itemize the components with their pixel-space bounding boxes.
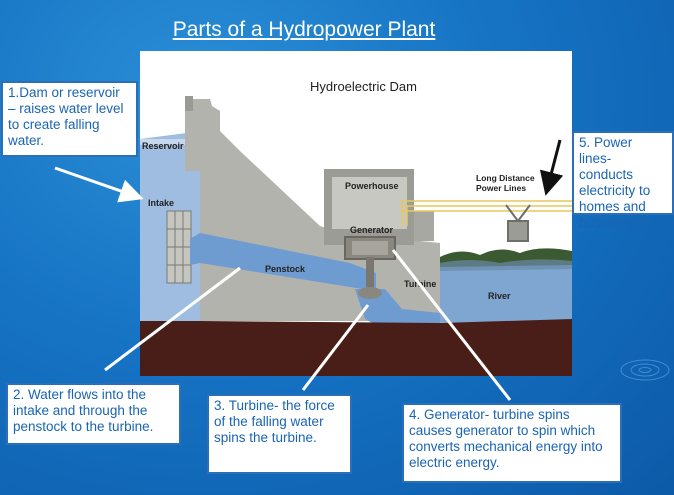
callout-power-lines: 5. Power lines- conducts electricity to …	[572, 131, 674, 230]
callout-dam: 1.Dam or reservoir – raises water level …	[1, 81, 138, 157]
label-penstock: Penstock	[265, 264, 306, 274]
water-ripple-decoration	[620, 359, 670, 381]
label-power-lines-1: Long Distance	[476, 173, 535, 183]
label-reservoir: Reservoir	[142, 141, 184, 151]
callout-turbine: 3. Turbine- the force of the falling wat…	[207, 394, 352, 474]
label-power-lines-2: Power Lines	[476, 183, 526, 193]
callout-intake: 2. Water flows into the intake and throu…	[6, 383, 181, 445]
label-river: River	[488, 291, 511, 301]
label-turbine: Turbine	[404, 279, 436, 289]
label-intake: Intake	[148, 198, 174, 208]
hydroelectric-dam-diagram: Hydroelectric Dam Reservoir Intake Power…	[140, 51, 572, 376]
arrow-dam	[54, 166, 144, 203]
page-title: Parts of a Hydropower Plant	[172, 18, 436, 41]
label-powerhouse: Powerhouse	[345, 181, 399, 191]
callout-generator: 4. Generator- turbine spins causes gener…	[402, 403, 622, 483]
diagram-heading: Hydroelectric Dam	[310, 79, 417, 94]
label-generator: Generator	[350, 225, 394, 235]
